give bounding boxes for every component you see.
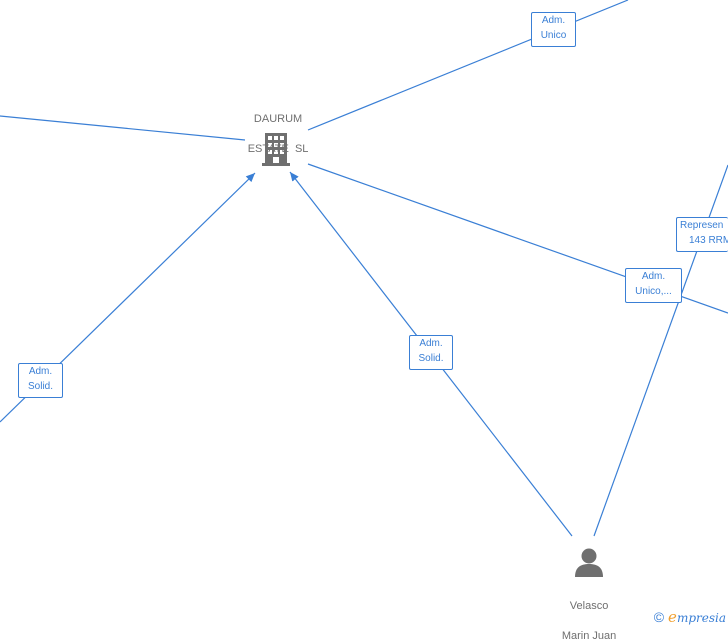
brand-logo-e: e	[668, 608, 677, 626]
edge-label-left[interactable]: Adm. Solid.	[18, 363, 63, 398]
edge-label-right-mid[interactable]: Adm. Unico,...	[625, 268, 682, 303]
relationship-graph	[0, 0, 728, 578]
edge-label-right-edge[interactable]: Represen 143 RRM	[676, 217, 728, 252]
edge-label-center[interactable]: Adm. Solid.	[409, 335, 453, 370]
edge-label-line2: Unico,...	[635, 286, 672, 297]
edge-label-line1: Adm.	[641, 271, 666, 282]
person-name-line2: Marin Juan	[561, 630, 617, 642]
person-name[interactable]: Velasco Marin Juan	[548, 584, 624, 644]
edge-company-top-right	[307, 0, 629, 131]
edge-label-line2: Unico	[540, 30, 567, 41]
company-name-line1: DAURUM	[253, 113, 303, 125]
edge-label-line1: Adm.	[419, 338, 443, 349]
brand-logo: empresia	[668, 608, 726, 626]
edge-label-line1: Represen	[680, 220, 724, 231]
copyright-icon: ©	[653, 609, 665, 625]
edge-label-line2: 143 RRM	[689, 235, 728, 246]
building-icon[interactable]	[262, 133, 290, 166]
edge-label-line1: Adm.	[541, 15, 566, 26]
company-name[interactable]: DAURUM ESTATE SL	[236, 97, 314, 157]
empresia-watermark: © empresia	[654, 608, 726, 626]
edge-label-line2: Solid.	[418, 353, 444, 364]
person-icon[interactable]	[575, 548, 603, 578]
edge-label-top-right[interactable]: Adm. Unico	[531, 12, 576, 47]
company-name-line2: ESTATE SL	[247, 143, 309, 155]
edge-label-line2: Solid.	[27, 381, 53, 392]
edge-label-line1: Adm.	[28, 366, 53, 377]
person-name-line1: Velasco	[569, 600, 609, 612]
edge-company-left	[0, 115, 246, 141]
brand-logo-rest: mpresia	[676, 611, 726, 625]
